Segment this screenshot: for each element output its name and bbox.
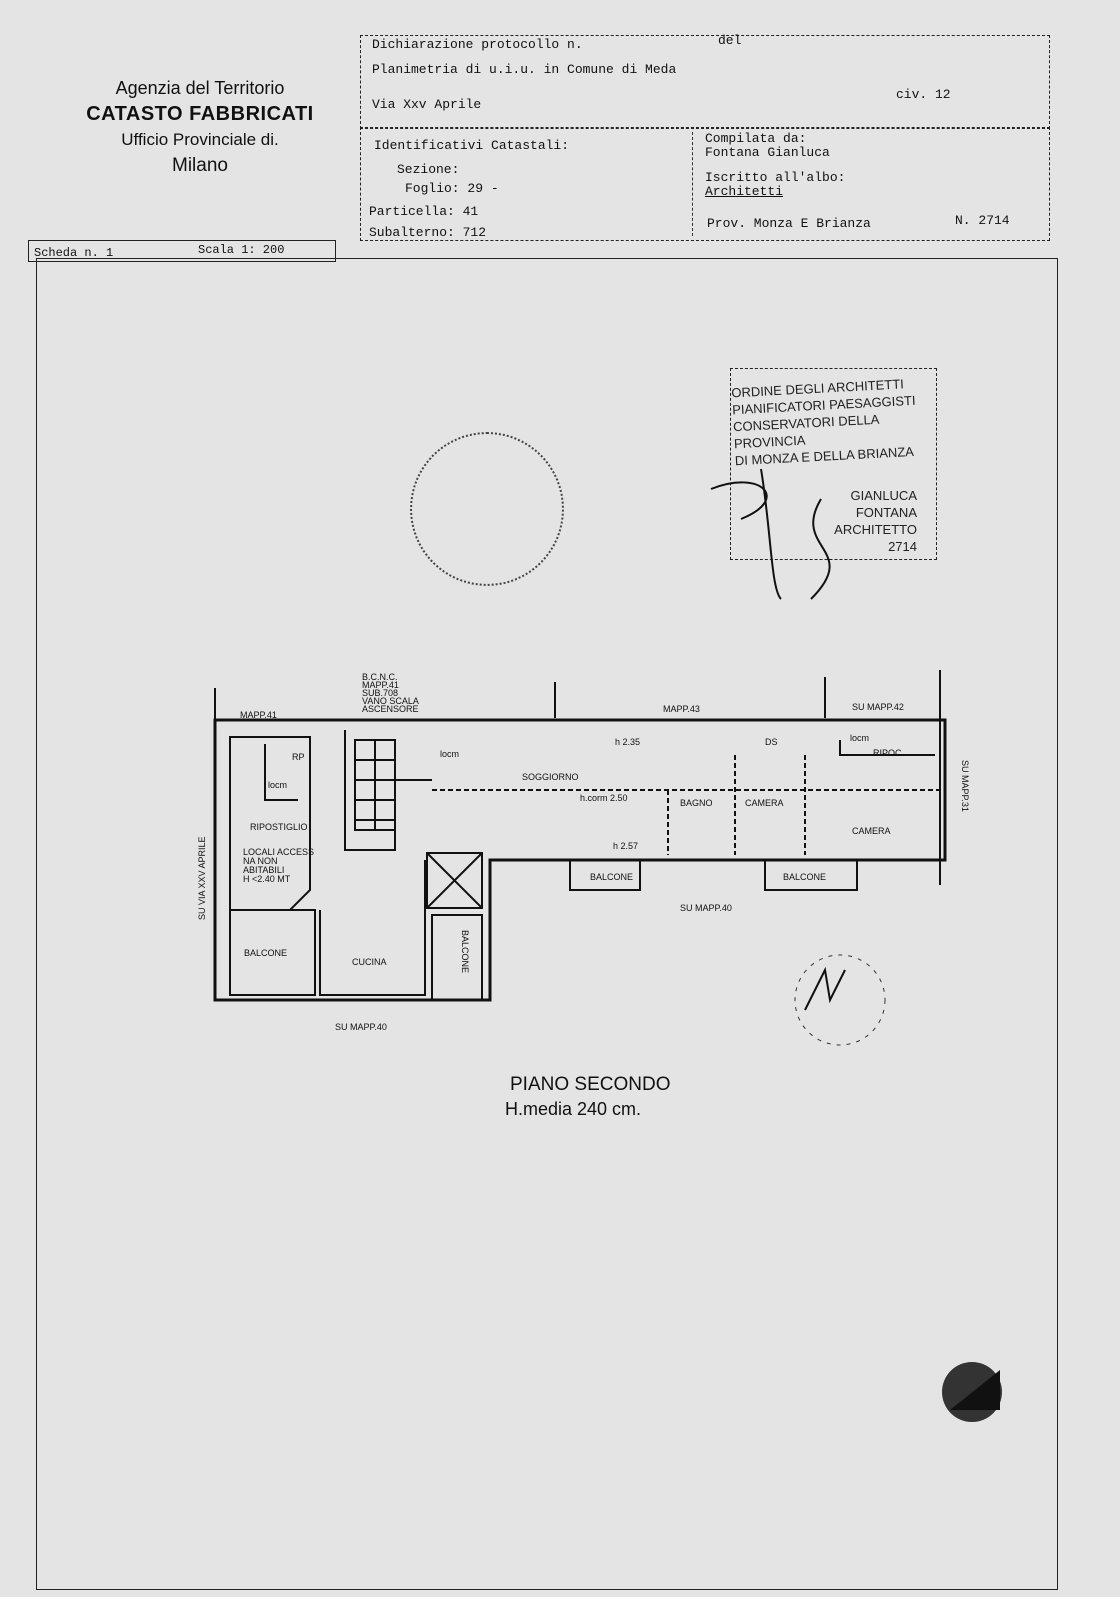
room-balcone: BALCONE	[460, 930, 470, 973]
label-bcnc: ASCENSORE	[362, 704, 419, 714]
room-ripostiglio: RIPOSTIGLIO	[250, 822, 308, 832]
planimetria-label: Planimetria di u.i.u. in Comune di Meda	[372, 62, 677, 77]
agency-name: Agenzia del Territorio	[115, 78, 285, 98]
label-height: h 2.57	[613, 841, 638, 851]
ident-title: Identificativi Catastali:	[374, 138, 570, 153]
registration-number: N. 2714	[955, 213, 1010, 228]
label-locali: ABITABILI	[243, 865, 284, 875]
label-bcnc: SUB.708	[362, 688, 398, 698]
protocol-label: Dichiarazione protocollo n.	[372, 37, 583, 52]
label-height: h.corm 2.50	[580, 793, 628, 803]
albo-label: Iscritto all'albo:	[705, 170, 846, 185]
room-cucina: CUCINA	[352, 957, 387, 967]
label-mapp40: SU MAPP.40	[335, 1022, 387, 1032]
office-city: Milano	[172, 155, 228, 176]
label-bcnc: MAPP.41	[362, 680, 399, 690]
office: Ufficio Provinciale di.	[121, 130, 279, 149]
compiler-name: Fontana Gianluca	[705, 145, 830, 160]
initials-stamp	[794, 954, 886, 1046]
stamp-name: ARCHITETTO	[834, 522, 917, 537]
label-mapp40: SU MAPP.40	[680, 903, 732, 913]
sezione: Sezione:	[397, 162, 460, 177]
label-ripoc: RIPOC	[873, 748, 902, 758]
identifiers-box	[360, 127, 1050, 241]
room-camera: CAMERA	[852, 826, 891, 836]
declaration-box	[360, 35, 1050, 129]
floor-title: PIANO SECONDO	[510, 1074, 671, 1095]
label-mapp42: SU MAPP.42	[852, 702, 904, 712]
subalterno: Subalterno: 712	[369, 225, 487, 240]
foglio: Foglio: 29 -	[405, 181, 499, 196]
address: Via Xxv Aprile	[372, 97, 482, 112]
stamp-name: GIANLUCA	[850, 488, 917, 503]
agency-header: Agenzia del Territorio CATASTO FABBRICAT…	[60, 75, 340, 179]
room-bagno: BAGNO	[680, 798, 713, 808]
room-soggiorno: SOGGIORNO	[522, 772, 579, 782]
drawing-frame	[36, 258, 1058, 1590]
average-height: H.media 240 cm.	[505, 1099, 642, 1119]
room-balcone: BALCONE	[590, 872, 633, 882]
label-via: SU VIA XXV APRILE	[197, 836, 207, 920]
label-mapp43: MAPP.43	[663, 704, 700, 714]
room-balcone: BALCONE	[244, 948, 287, 958]
date-stamp	[410, 432, 564, 586]
scheda-label: Scheda n. 1	[34, 246, 114, 260]
label-locm: locm	[440, 749, 459, 759]
signature-icon	[710, 468, 831, 600]
label-bcnc: VANO SCALA	[362, 696, 419, 706]
room-balcone: BALCONE	[783, 872, 826, 882]
label-locali: LOCALI ACCESS	[243, 847, 314, 857]
architect-stamp: ORDINE DEGLI ARCHITETTI PIANIFICATORI PA…	[710, 368, 937, 600]
room-camera: CAMERA	[745, 798, 784, 808]
del-label: del	[718, 33, 742, 48]
label-bcnc: B.C.N.C.	[362, 672, 398, 682]
label-mapp41: MAPP.41	[240, 710, 277, 720]
civic-number: civ. 12	[896, 87, 951, 102]
label-locm: locm	[268, 780, 287, 790]
province: Prov. Monza E Brianza	[707, 216, 871, 231]
scale-label: Scala 1: 200	[198, 243, 285, 257]
label-ds: DS	[765, 737, 778, 747]
stamp-number: 2714	[888, 539, 917, 554]
label-locali: H <2.40 MT	[243, 874, 291, 884]
catasto-title: CATASTO FABBRICATI	[86, 103, 314, 125]
room-rp: RP	[292, 752, 305, 762]
particella: Particella: 41	[369, 204, 479, 219]
scheda-box	[28, 240, 336, 262]
stamp-name: FONTANA	[855, 505, 917, 520]
label-height: h 2.35	[615, 737, 640, 747]
compilata-label: Compilata da:	[705, 131, 807, 146]
initials-icon	[804, 966, 846, 1011]
label-locali: NA NON	[243, 856, 278, 866]
albo-value: Architetti	[705, 184, 784, 199]
label-mapp31: SU MAPP.31	[960, 760, 970, 812]
label-locm: locm	[850, 733, 869, 743]
